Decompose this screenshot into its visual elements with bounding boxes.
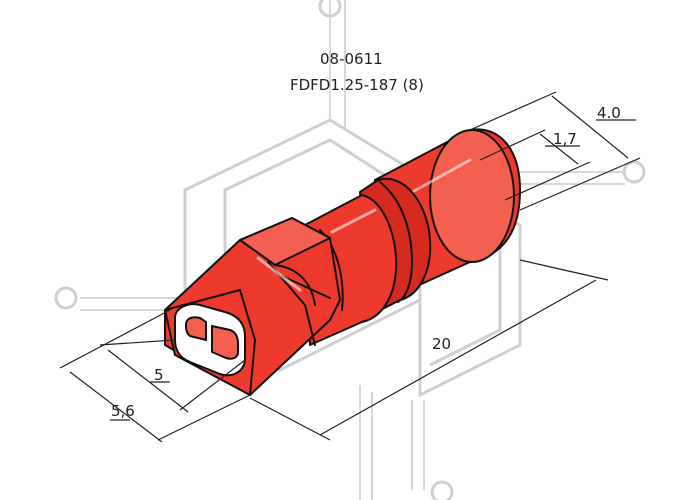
dim-tab-inner: 5 [154, 366, 164, 384]
dim-total-length: 20 [432, 335, 451, 353]
dim-tube-inner: 1,7 [553, 130, 577, 148]
tab-contact [185, 316, 207, 341]
dim-tab-outer: 5,6 [111, 402, 135, 420]
dim-tube-outer: 4.0 [597, 104, 621, 122]
dimension-lines [59, 91, 641, 443]
terminal-body [164, 128, 521, 396]
model-label: FDFD1.25-187 (8) [290, 76, 424, 94]
part-number-label: 08-0611 [320, 50, 383, 68]
tab-top [239, 217, 331, 266]
